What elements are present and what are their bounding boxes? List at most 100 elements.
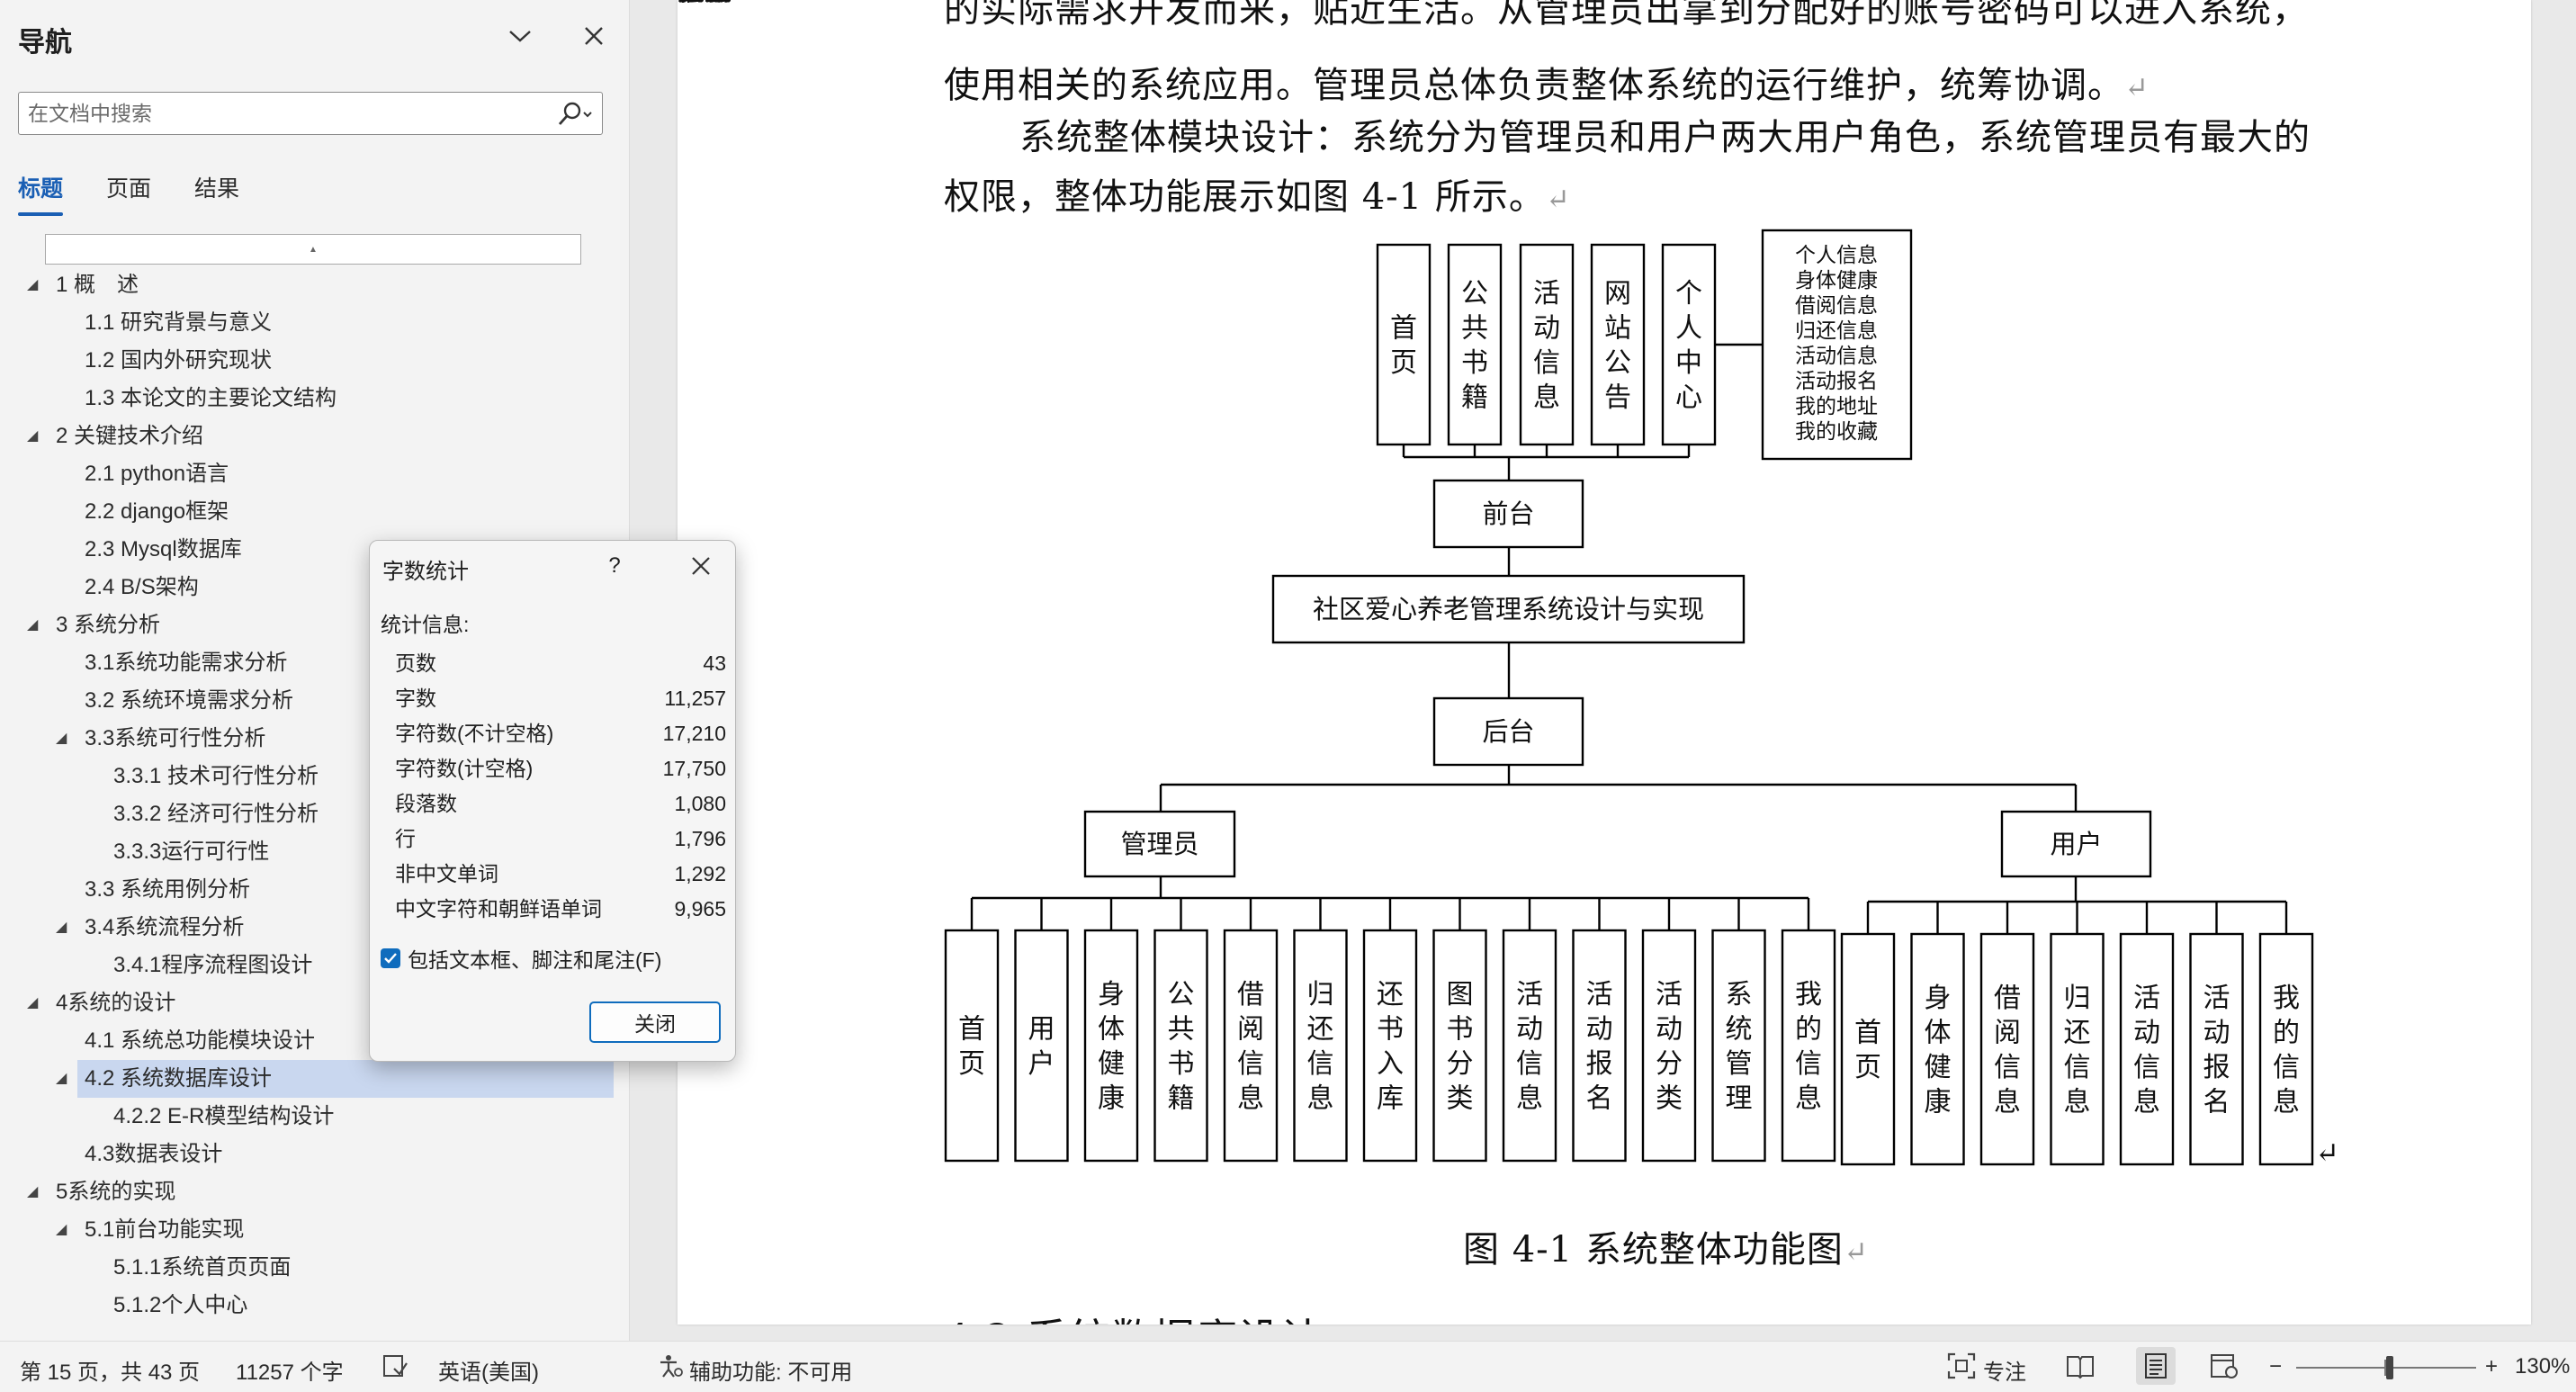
- collapse-arrow-icon[interactable]: ◢: [27, 995, 39, 1010]
- collapse-arrow-icon[interactable]: ◢: [56, 1222, 67, 1237]
- heading-tree-item[interactable]: 2.2 django框架: [0, 493, 630, 531]
- dialog-close-button[interactable]: [681, 548, 721, 584]
- collapse-arrow-icon[interactable]: ◢: [56, 731, 67, 746]
- focus-icon[interactable]: [1947, 1352, 1976, 1386]
- heading-tree-item[interactable]: ◢4.2 系统数据库设计: [56, 1060, 614, 1098]
- heading-tree-item[interactable]: 3.3.3运行可行性: [0, 833, 630, 871]
- search-input[interactable]: [28, 98, 550, 129]
- collapse-arrow-icon[interactable]: ◢: [56, 920, 67, 935]
- statistic-value: 1,796: [674, 827, 726, 850]
- read-mode-icon[interactable]: [2066, 1352, 2095, 1386]
- user-function-box-char: 我: [2273, 983, 2300, 1014]
- help-button[interactable]: ?: [608, 553, 621, 578]
- document-canvas[interactable]: 的实际需求开发而来，贴近生活。从管理员出拿到分配好的账号密码可以进入系统， 使用…: [631, 0, 2576, 1341]
- heading-tree-item[interactable]: 5.1.2个人中心: [0, 1287, 630, 1325]
- accessibility-icon[interactable]: [657, 1352, 684, 1386]
- proofing-icon[interactable]: [381, 1352, 408, 1386]
- heading-tree-item[interactable]: ◢3.3系统可行性分析: [0, 720, 630, 758]
- admin-function-box-char: 身: [1098, 979, 1125, 1010]
- include-textboxes-checkbox[interactable]: 包括文本框、脚注和尾注(F): [381, 943, 661, 974]
- heading-tree-item[interactable]: 4.1 系统总功能模块设计: [0, 1022, 630, 1060]
- user-function-box: [2050, 932, 2105, 1166]
- close-pane-button[interactable]: [574, 16, 614, 56]
- front-item-box: [1447, 243, 1503, 446]
- heading-tree-item[interactable]: ◢1 概 述: [0, 266, 630, 304]
- statistic-label: 字符数(计空格): [395, 757, 534, 780]
- heading-tree-item[interactable]: 3.3 系统用例分析: [0, 871, 630, 909]
- pane-options-button[interactable]: [500, 16, 540, 56]
- checkbox[interactable]: [381, 948, 400, 968]
- heading-tree-label: 4.3数据表设计: [85, 1142, 223, 1166]
- heading-tree-item[interactable]: 5.1.1系统首页页面: [0, 1249, 630, 1287]
- user-function-box-char: 阅: [1994, 1018, 2021, 1049]
- heading-tree-item[interactable]: 4.3数据表设计: [0, 1136, 630, 1173]
- user-function-box-char: 身: [1925, 983, 1952, 1014]
- heading-tree-item[interactable]: 3.1系统功能需求分析: [0, 644, 630, 682]
- close-button[interactable]: 关闭: [589, 1001, 721, 1043]
- user-function-box-char: 息: [2273, 1086, 2300, 1118]
- user-function-box-char: 体: [1925, 1018, 1952, 1049]
- heading-tree-item[interactable]: 1.3 本论文的主要论文结构: [0, 380, 630, 418]
- zoom-level[interactable]: 130%: [2515, 1354, 2571, 1379]
- admin-function-box-char: 书: [1377, 1014, 1404, 1046]
- document-page[interactable]: 的实际需求开发而来，贴近生活。从管理员出拿到分配好的账号密码可以进入系统， 使用…: [678, 0, 2531, 1325]
- collapse-arrow-icon[interactable]: ◢: [56, 1071, 67, 1086]
- collapse-arrow-icon[interactable]: ◢: [27, 277, 39, 292]
- search-dropdown-button[interactable]: [548, 98, 598, 130]
- heading-tree-item[interactable]: ◢ 3 系统分析: [0, 606, 630, 644]
- tab-results[interactable]: 结果: [194, 176, 240, 202]
- heading-tree-item[interactable]: ◢5.1前台功能实现: [0, 1211, 630, 1249]
- front-item-box-char: 公: [1604, 347, 1631, 379]
- heading-tree-item[interactable]: 3.3.2 经济可行性分析: [0, 795, 630, 833]
- zoom-slider-thumb[interactable]: [2386, 1356, 2393, 1379]
- tab-headings[interactable]: 标题: [18, 171, 64, 216]
- user-function-box-char: 健: [1925, 1052, 1952, 1083]
- heading-tree-item[interactable]: ◢2 关键技术介绍: [0, 418, 630, 455]
- collapse-arrow-icon[interactable]: ◢: [27, 617, 39, 633]
- admin-function-box: [1083, 929, 1139, 1163]
- heading-tree-item[interactable]: 3.2 系统环境需求分析: [0, 682, 630, 720]
- admin-function-box-char: 体: [1098, 1014, 1125, 1046]
- front-item-box-char: 心: [1675, 382, 1702, 413]
- heading-tree-item[interactable]: 2.3 Mysql数据库: [0, 531, 630, 569]
- accessibility-status[interactable]: 辅助功能: 不可用: [689, 1361, 853, 1385]
- heading-tree-item[interactable]: ◢4系统的设计: [0, 984, 630, 1022]
- collapse-arrow-icon[interactable]: ◢: [27, 428, 39, 444]
- collapse-arrow-icon[interactable]: ◢: [27, 1184, 39, 1199]
- user-function-box-char: 息: [2064, 1086, 2091, 1118]
- language[interactable]: 英语(美国): [438, 1361, 539, 1385]
- focus-mode[interactable]: 专注: [1983, 1361, 2026, 1385]
- chevron-down-icon: [509, 31, 531, 42]
- dialog-titlebar[interactable]: 字数统计 ?: [370, 541, 735, 591]
- page-count[interactable]: 第 15 页，共 43 页: [20, 1361, 201, 1385]
- figure-caption: 图 4-1 系统整体功能图↵: [1463, 1229, 1869, 1271]
- print-layout-icon[interactable]: [2136, 1347, 2176, 1385]
- zoom-out-button[interactable]: −: [2269, 1354, 2283, 1379]
- heading-tree-item[interactable]: ◢3.4系统流程分析: [0, 909, 630, 947]
- web-layout-icon[interactable]: [2210, 1352, 2239, 1386]
- tab-pages[interactable]: 页面: [106, 176, 152, 202]
- admin-function-box: [1572, 929, 1627, 1163]
- zoom-in-button[interactable]: +: [2485, 1354, 2499, 1379]
- front-item-box-char: 动: [1533, 313, 1560, 345]
- heading-tree-item[interactable]: 1.1 研究背景与意义: [0, 304, 630, 342]
- user-function-box-char: 动: [2133, 1018, 2160, 1049]
- heading-tree-item[interactable]: 1.2 国内外研究现状: [0, 342, 630, 380]
- heading-tree-item[interactable]: ◢5系统的实现: [0, 1173, 630, 1211]
- front-item-box-char: 首: [1390, 313, 1417, 345]
- heading-drag-marker[interactable]: ▲: [45, 234, 581, 265]
- word-count[interactable]: 11257 个字: [236, 1361, 344, 1385]
- heading-tree-item[interactable]: 3.3.1 技术可行性分析: [0, 758, 630, 795]
- heading-tree-item[interactable]: 4.2.2 E-R模型结构设计: [0, 1098, 630, 1136]
- heading-tree-item[interactable]: 2.1 python语言: [0, 455, 630, 493]
- heading-tree-label: 3 系统分析: [56, 613, 161, 637]
- user-function-box-char: 的: [2273, 1018, 2300, 1049]
- heading-tree-item[interactable]: 3.4.1程序流程图设计: [0, 947, 630, 984]
- admin-function-box-label: 归还信息: [678, 0, 732, 7]
- admin-function-box-char: 健: [1098, 1048, 1125, 1080]
- heading-tree-item[interactable]: 2.4 B/S架构: [0, 569, 630, 606]
- personal-center-detail-item: 活动报名: [1795, 370, 1878, 393]
- admin-function-box-label: 活动报名: [678, 0, 732, 7]
